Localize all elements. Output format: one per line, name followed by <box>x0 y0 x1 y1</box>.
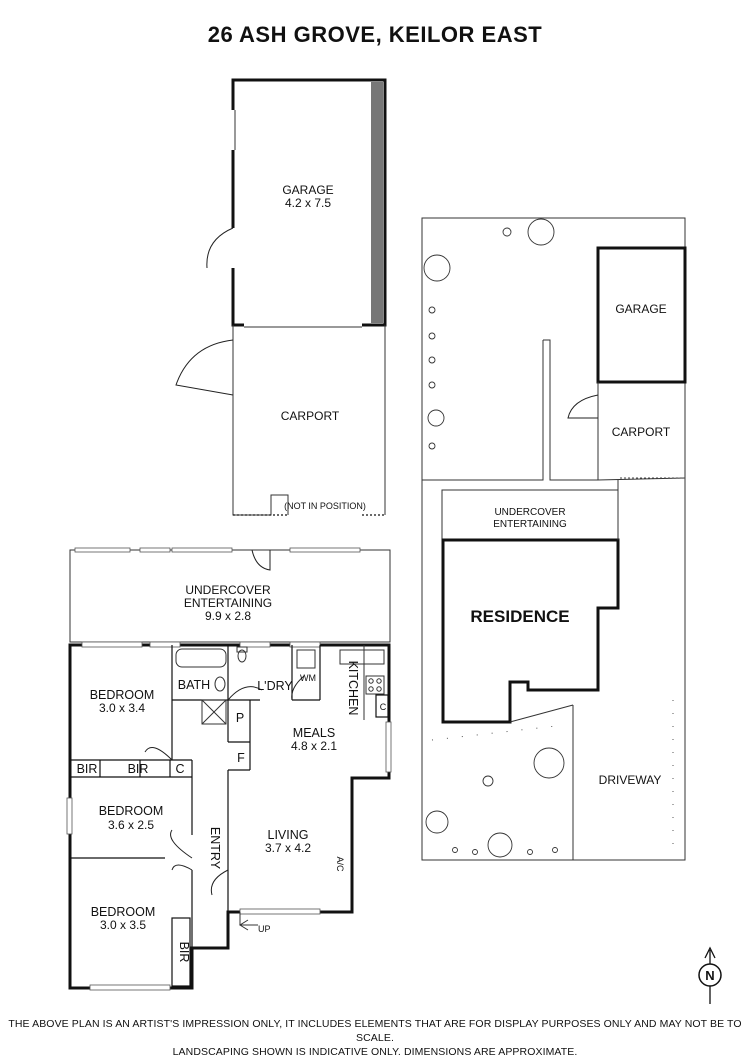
bir2-label: BIR <box>128 762 149 776</box>
bir-bedroom3-box <box>171 917 191 987</box>
cupboard-hall-label: C <box>175 762 184 776</box>
laundry-label: L'DRY <box>257 679 293 693</box>
disclaimer-line1: THE ABOVE PLAN IS AN ARTIST'S IMPRESSION… <box>8 1018 742 1044</box>
shrub-plant <box>427 409 445 427</box>
kitchen-sink-fixture <box>339 649 385 665</box>
cupboard-kitchen-label: C <box>380 702 387 712</box>
meals-size: 4.8 x 2.1 <box>291 739 337 753</box>
garage-side-door <box>206 227 234 269</box>
kitchen-label: KITCHEN <box>346 661 360 716</box>
site-plan: GARAGE CARPORT UNDERCOVER ENTERTAINING R… <box>421 217 687 861</box>
vanity-basin <box>214 676 226 692</box>
site-garage <box>596 246 687 384</box>
carport-gate <box>175 339 234 396</box>
pantry-label: P <box>236 711 244 725</box>
undercover-size: 9.9 x 2.8 <box>205 609 251 623</box>
wm-label: WM <box>300 673 316 683</box>
living-label: LIVING <box>268 828 309 842</box>
disclaimer-line2: LANDSCAPING SHOWN IS INDICATIVE ONLY. DI… <box>172 1046 578 1058</box>
north-label: N <box>705 968 714 983</box>
site-garage-label: GARAGE <box>615 302 666 316</box>
residence-label: RESIDENCE <box>470 607 569 626</box>
bedroom2-label: BEDROOM <box>99 804 164 818</box>
property-title: 26 ASH GROVE, KEILOR EAST <box>207 22 543 47</box>
house-plan: BEDROOM 3.0 x 3.4 BATH L'DRY WM KITCHEN … <box>66 547 392 991</box>
fridge-label: F <box>237 751 245 765</box>
ac-label: A/C <box>335 856 345 872</box>
driveway-label: DRIVEWAY <box>599 773 662 787</box>
tree-plant <box>423 254 451 282</box>
bir1-label: BIR <box>77 762 98 776</box>
bedroom3-size: 3.0 x 3.5 <box>100 918 146 932</box>
living-size: 3.7 x 4.2 <box>265 841 311 855</box>
undercover-label-line2: ENTERTAINING <box>184 596 272 610</box>
north-arrow: N <box>698 946 722 1004</box>
undercover-label-line1: UNDERCOVER <box>185 583 271 597</box>
bathtub-fixture <box>175 648 227 668</box>
carport-outline <box>232 325 289 516</box>
toilet-fixture <box>237 649 247 663</box>
washing-machine-fixture <box>296 649 316 669</box>
shower-fixture <box>201 699 227 725</box>
outbuilding: GARAGE 4.2 x 7.5 CARPORT (NOT IN POSITIO… <box>175 78 387 516</box>
bedroom1-label: BEDROOM <box>90 688 155 702</box>
north-compass-circle <box>698 963 722 987</box>
disclaimer: THE ABOVE PLAN IS AN ARTIST'S IMPRESSION… <box>0 1017 750 1059</box>
garage-rear-shelving <box>371 82 383 323</box>
shrub-plant <box>482 775 494 787</box>
shrub-plant <box>502 227 512 237</box>
garage-label: GARAGE <box>282 183 333 197</box>
site-undercover-label-line2: ENTERTAINING <box>493 519 567 530</box>
bath-label: BATH <box>178 678 210 692</box>
bedroom2-size: 3.6 x 2.5 <box>108 818 154 832</box>
not-in-position-note: (NOT IN POSITION) <box>284 501 366 511</box>
tree-plant <box>533 747 565 779</box>
cooktop-fixture <box>365 675 385 695</box>
entry-label: ENTRY <box>208 827 222 870</box>
tree-plant <box>425 810 449 834</box>
up-step-label: UP <box>258 924 271 934</box>
site-carport-label: CARPORT <box>612 425 671 439</box>
site-residence <box>441 538 620 724</box>
site-undercover-label-line1: UNDERCOVER <box>494 507 565 518</box>
meals-label: MEALS <box>293 726 335 740</box>
bedroom3-label: BEDROOM <box>91 905 156 919</box>
bedroom1-size: 3.0 x 3.4 <box>99 701 145 715</box>
carport-label: CARPORT <box>281 409 340 423</box>
tree-plant <box>527 218 555 246</box>
garage-size: 4.2 x 7.5 <box>285 196 331 210</box>
bir3-label: BIR <box>177 942 191 963</box>
tree-plant <box>487 832 513 858</box>
